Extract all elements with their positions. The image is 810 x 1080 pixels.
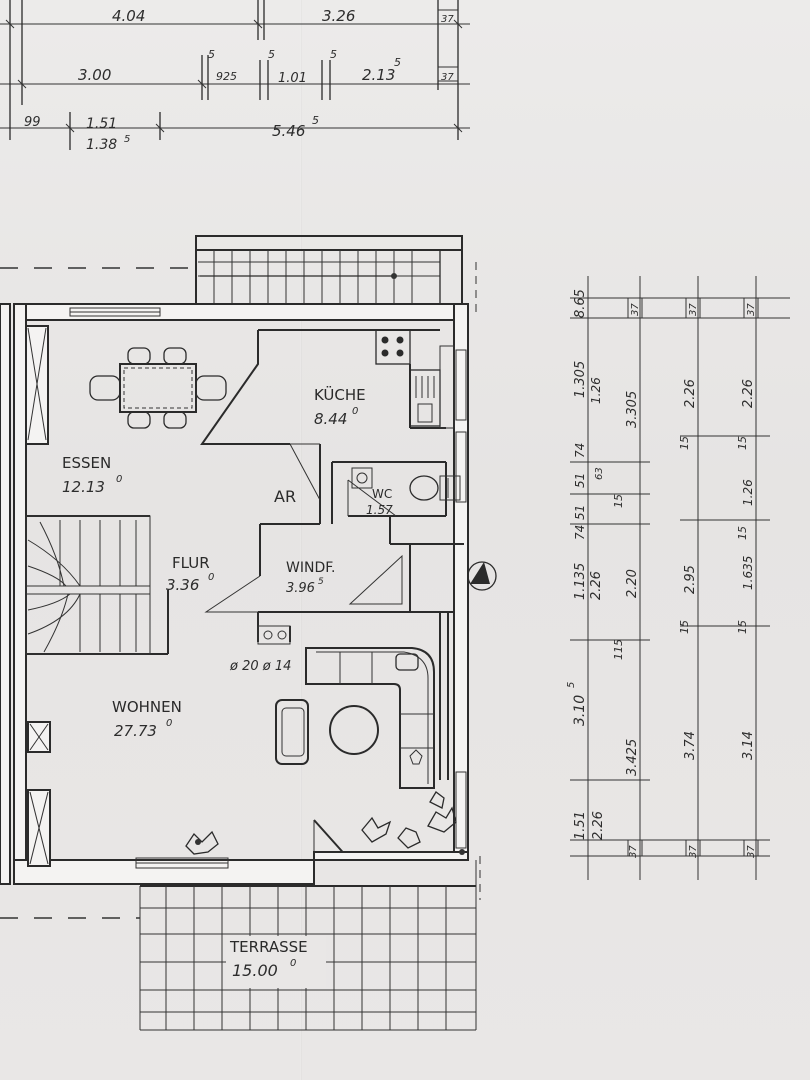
rdim-2-26-c: 2.26 xyxy=(683,379,698,408)
dim-sup-5-a: 5 xyxy=(208,48,215,61)
area-essen: 12.13 xyxy=(62,478,105,496)
label-kueche: KÜCHE xyxy=(314,385,366,404)
right-dimension-chains: 8.65 37 1.305 1.26 51 74 63 51 74 1.135 … xyxy=(566,276,790,880)
dim-top-37-a: 37 xyxy=(441,14,454,25)
dim-1-01: 1.01 xyxy=(278,71,307,86)
area-terrasse: 15.00 xyxy=(232,961,278,980)
area-kueche-sup: 0 xyxy=(352,406,358,417)
internal-staircase xyxy=(25,515,151,655)
rdim-37-b: 37 xyxy=(628,845,639,858)
dim-sup-5-c: 5 xyxy=(330,48,337,61)
rdim-2-20: 2.20 xyxy=(625,569,640,598)
building-walls xyxy=(0,303,469,885)
chimney-label: ø 20 ø 14 xyxy=(229,659,291,674)
dim-2-13: 2.13 xyxy=(362,66,395,84)
rdim-37-a: 37 xyxy=(630,303,641,316)
plant-icons xyxy=(185,791,457,855)
rdim-1-26-b: 1.26 xyxy=(741,479,755,506)
label-windf: WINDF. xyxy=(286,560,335,576)
dining-table-set xyxy=(89,347,227,429)
rdim-37-e: 37 xyxy=(746,303,757,316)
rdim-15-d: 15 xyxy=(736,436,749,450)
dim-sup-5-d: 5 xyxy=(394,56,401,69)
label-flur: FLUR xyxy=(172,554,210,572)
rdim-1-135: 1.135 xyxy=(573,563,588,600)
rdim-15-e: 15 xyxy=(736,526,749,540)
area-terrasse-sup: 0 xyxy=(290,958,296,969)
dim-top-37-b: 37 xyxy=(441,72,454,83)
rdim-37-d: 37 xyxy=(688,845,699,858)
rdim-15-b: 15 xyxy=(678,436,691,450)
rdim-3-305: 3.305 xyxy=(625,391,640,428)
area-flur: 3.36 xyxy=(166,576,199,594)
label-ar: AR xyxy=(274,487,296,506)
rdim-2-26-a: 2.26 xyxy=(589,571,604,600)
rdim-51-b: 51 xyxy=(573,505,587,520)
dim-1-38: 1.38 xyxy=(86,137,117,153)
terrace-door xyxy=(135,819,469,869)
rdim-115: 115 xyxy=(612,639,625,660)
rdim-15-a: 15 xyxy=(612,494,625,508)
room-labels: ESSEN 12.13 0 KÜCHE 8.44 0 AR WC 1.57 FL… xyxy=(62,385,393,980)
dim-top-3-26: 3.26 xyxy=(322,7,355,25)
kitchen-fittings xyxy=(375,329,455,429)
label-terrasse: TERRASSE xyxy=(229,938,308,956)
entrance-arrow-icon xyxy=(467,561,497,591)
rdim-8-65: 8.65 xyxy=(573,289,588,318)
rdim-3-14: 3.14 xyxy=(741,731,756,760)
paper-fold xyxy=(300,0,302,1080)
rdim-37-f: 37 xyxy=(746,845,757,858)
rdim-74-a: 74 xyxy=(573,443,587,458)
rdim-3-425: 3.425 xyxy=(625,739,640,776)
rdim-15-f: 15 xyxy=(736,620,749,634)
area-flur-sup: 0 xyxy=(208,572,214,583)
area-kueche: 8.44 xyxy=(314,410,347,428)
wc-fittings xyxy=(351,467,461,501)
top-dimension-chains: 4.04 3.26 37 3.00 5 925 5 1.01 5 2.13 5 … xyxy=(0,0,470,153)
dim-5-46: 5.46 xyxy=(272,122,305,140)
dim-sup-5-e: 5 xyxy=(124,134,130,145)
rdim-1-26: 1.26 xyxy=(589,377,603,404)
label-essen: ESSEN xyxy=(62,454,111,472)
rdim-1-305: 1.305 xyxy=(573,361,588,398)
entrance-steps xyxy=(195,235,463,307)
area-windf-sup: 5 xyxy=(318,577,324,587)
rdim-51-a: 51 xyxy=(573,473,587,488)
rdim-37-c: 37 xyxy=(688,303,699,316)
dim-sup-5-b: 5 xyxy=(268,48,275,61)
rdim-74-b: 74 xyxy=(573,525,587,540)
rdim-63: 63 xyxy=(594,467,605,480)
label-wc: WC xyxy=(372,487,392,501)
rdim-1-51: 1.51 xyxy=(573,811,588,840)
label-wohnen: WOHNEN xyxy=(112,698,182,716)
rdim-1-635: 1.635 xyxy=(741,556,755,590)
rdim-2-95: 2.95 xyxy=(683,565,698,594)
area-wc: 1.57 xyxy=(366,503,393,517)
dim-99: 99 xyxy=(24,115,41,130)
area-essen-sup: 0 xyxy=(116,474,122,485)
dim-3-00: 3.00 xyxy=(78,66,111,84)
dim-top-4-04: 4.04 xyxy=(112,7,145,25)
rdim-2-26-b: 2.26 xyxy=(591,811,606,840)
dim-925: 925 xyxy=(216,70,237,83)
area-windf: 3.96 xyxy=(286,581,315,596)
dim-sup-5-f: 5 xyxy=(312,114,319,127)
rdim-3-74: 3.74 xyxy=(683,731,698,760)
rdim-2-26-d: 2.26 xyxy=(741,379,756,408)
rdim-sup-5: 5 xyxy=(566,682,577,688)
area-wohnen-sup: 0 xyxy=(166,718,172,729)
rdim-15-c: 15 xyxy=(678,620,691,634)
living-room-furniture xyxy=(275,647,435,789)
rdim-3-10: 3.10 xyxy=(572,695,588,726)
dim-1-51: 1.51 xyxy=(86,116,117,132)
area-wohnen: 27.73 xyxy=(114,722,157,740)
terrace-paving xyxy=(139,860,477,1031)
